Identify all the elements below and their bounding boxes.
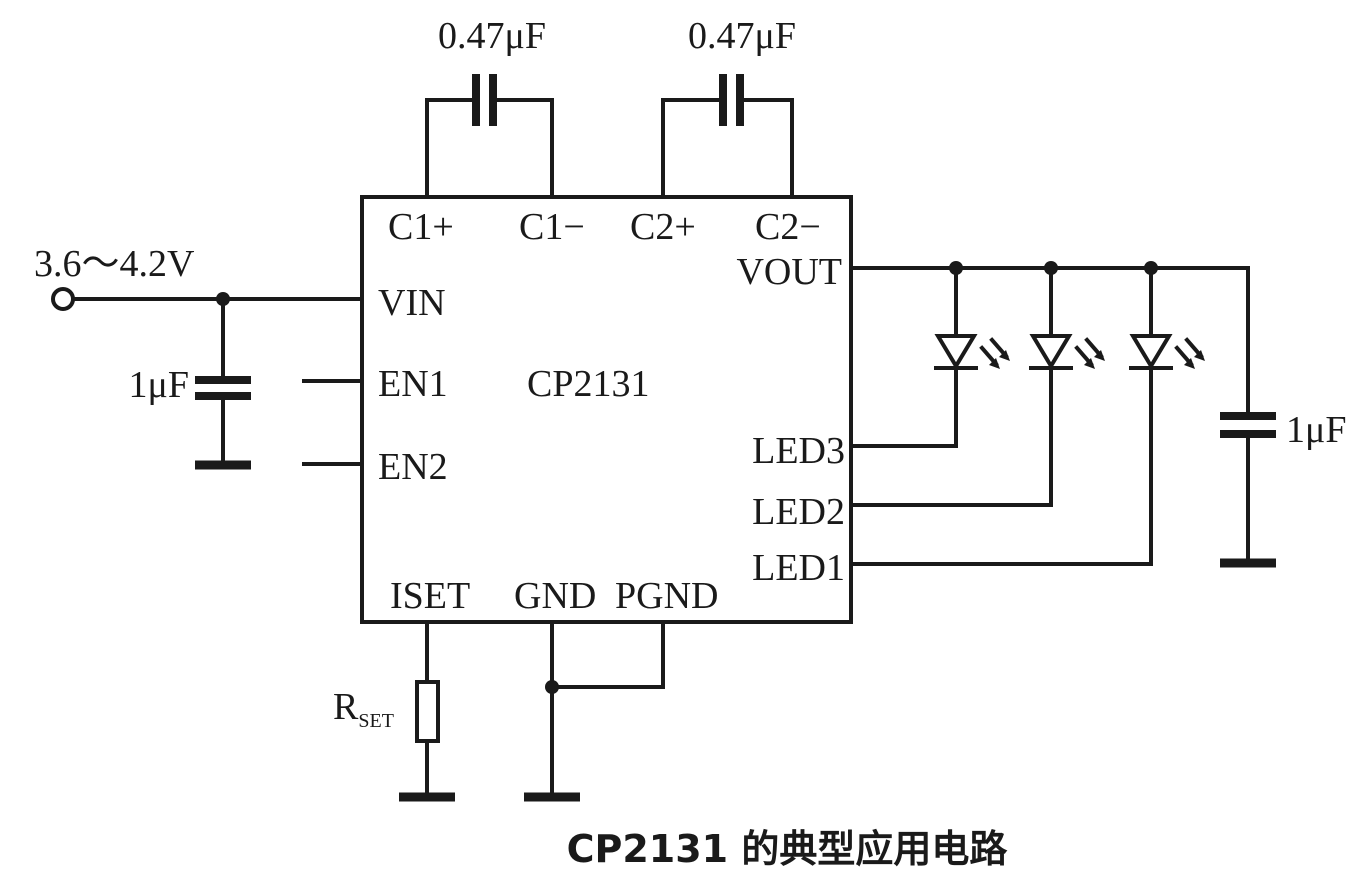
pin-led2: LED2 bbox=[752, 491, 845, 533]
input-capacitor-value: 1μF bbox=[128, 364, 189, 406]
vout-rail bbox=[849, 266, 1250, 414]
input-capacitor bbox=[195, 297, 251, 470]
pin-c2-minus: C2− bbox=[755, 206, 821, 248]
output-capacitor-value: 1μF bbox=[1286, 409, 1347, 451]
ic-package bbox=[360, 195, 853, 624]
pin-en1: EN1 bbox=[378, 363, 448, 405]
flying-capacitor-1-value: 0.47μF bbox=[438, 15, 546, 57]
pin-led1: LED1 bbox=[752, 547, 845, 589]
pin-pgnd: PGND bbox=[615, 575, 718, 617]
led-1 bbox=[849, 266, 1205, 566]
chip-name: CP2131 bbox=[527, 363, 649, 405]
input-terminal bbox=[51, 287, 75, 311]
figure-caption: CP2131 的典型应用电路 bbox=[567, 827, 1009, 871]
flying-capacitor-2 bbox=[661, 74, 794, 199]
led-2 bbox=[849, 266, 1105, 507]
rset-resistor bbox=[399, 620, 455, 802]
input-voltage-label: 3.6～4.2V bbox=[34, 243, 195, 285]
rset-label: RSET bbox=[333, 686, 394, 732]
pin-iset: ISET bbox=[390, 575, 470, 617]
pin-c1-plus: C1+ bbox=[388, 206, 454, 248]
ground-connection bbox=[524, 620, 665, 802]
pin-c1-minus: C1− bbox=[519, 206, 585, 248]
flying-capacitor-1 bbox=[425, 74, 554, 199]
pin-vin: VIN bbox=[378, 282, 446, 324]
pin-c2-plus: C2+ bbox=[630, 206, 696, 248]
led-3 bbox=[849, 266, 1010, 448]
pin-en2: EN2 bbox=[378, 446, 448, 488]
output-capacitor bbox=[1220, 412, 1276, 568]
pin-led3: LED3 bbox=[752, 430, 845, 472]
pin-gnd: GND bbox=[514, 575, 596, 617]
flying-capacitor-2-value: 0.47μF bbox=[688, 15, 796, 57]
pin-vout: VOUT bbox=[736, 251, 842, 293]
